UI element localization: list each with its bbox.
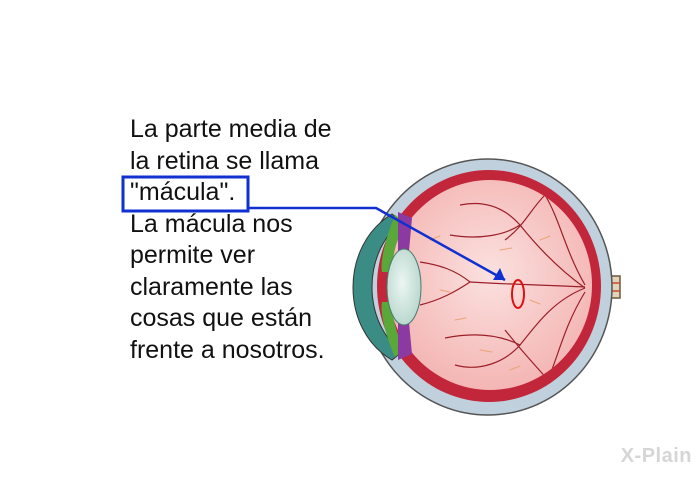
pointer-arrow (248, 206, 506, 282)
caption-line: La mácula nos (130, 209, 293, 238)
caption-line-macula: "mácula". (130, 178, 236, 206)
caption-line: cosas que están (130, 304, 313, 332)
caption-line: la retina se llama (130, 146, 319, 175)
xplain-logo: X-Plain (621, 445, 692, 468)
logo-text: X-Plain (620, 445, 692, 467)
front-of-eye (352, 212, 422, 361)
retina-texture (429, 235, 551, 371)
caption-line: claramente las (130, 272, 293, 301)
caption-line: La parte media de (130, 115, 332, 143)
blood-vessels (419, 194, 586, 381)
cornea (352, 213, 403, 361)
caption-text: La parte media de la retina se llama "má… (130, 114, 332, 366)
caption-line: permite ver (130, 241, 256, 269)
macula-marker (511, 279, 525, 309)
highlight-box (121, 175, 250, 213)
caption-line: frente a nosotros. (130, 335, 325, 364)
retina (388, 180, 592, 390)
lens (386, 248, 422, 326)
